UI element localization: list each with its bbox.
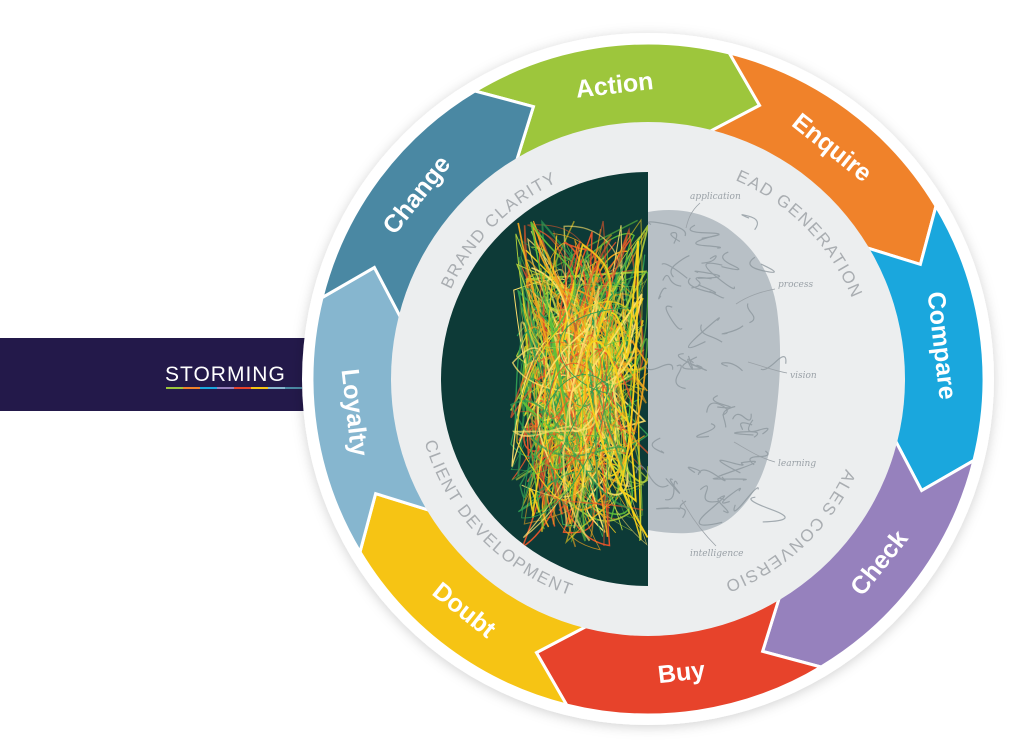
- brain-label-intelligence: intelligence: [690, 549, 744, 559]
- brain-label-vision: vision: [790, 371, 817, 381]
- cycle-segments: ActionEnquireCompareCheckBuyDoubtLoyalty…: [310, 41, 986, 717]
- storming-banner: [0, 338, 352, 411]
- brain-label-process: process: [778, 280, 813, 290]
- segment-label-buy: Buy: [656, 656, 706, 689]
- brain-illustration: application process vision learning inte…: [635, 192, 817, 559]
- storming-logo: STORMING: [165, 363, 286, 386]
- brain-label-leaders: [681, 202, 788, 547]
- brain-label-application: application: [690, 192, 741, 202]
- logo-color-stripe: [166, 387, 302, 389]
- brain-label-learning: learning: [778, 459, 816, 469]
- chaos-scribble-image: [441, 172, 648, 586]
